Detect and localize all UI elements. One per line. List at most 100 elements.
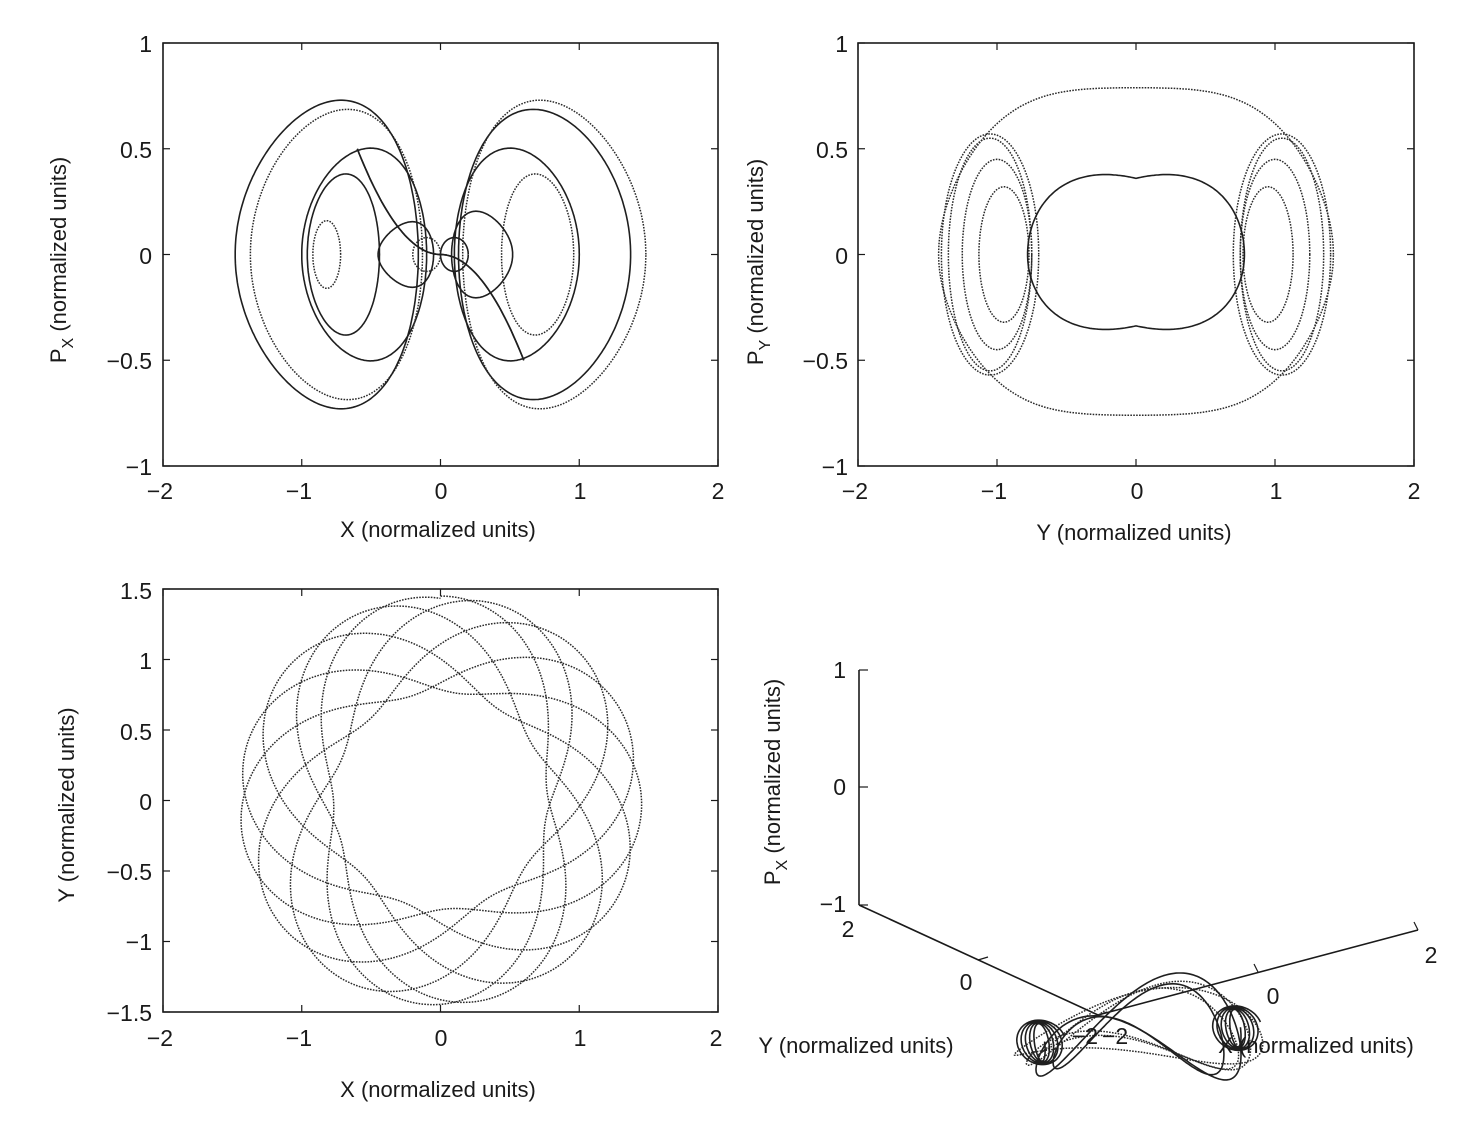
z-tick-labels: −1 0 1 <box>820 657 846 917</box>
y-axis-label-3d: Y (normalized units) <box>758 1033 953 1058</box>
panel-top-left: −2 −1 0 1 2 −1 −0.5 0 0.5 1 X (normalize… <box>46 31 724 542</box>
x-tick-label: 1 <box>1270 478 1283 504</box>
trajectory-loop <box>500 173 575 336</box>
axes-3d <box>858 669 1419 1016</box>
y-tick-label: 1 <box>835 31 848 57</box>
trajectory-loop <box>306 173 381 336</box>
y-axis-label-tr: PY (normalized units) <box>743 159 774 365</box>
trajectory-3d <box>1037 987 1240 1070</box>
x-tick-label: 0 <box>435 478 448 504</box>
tick-marks-tl <box>162 42 719 467</box>
x-tick-label: 2 <box>712 478 725 504</box>
y-tick-label: 1.5 <box>120 578 152 604</box>
x-tick-label: −1 <box>286 1025 312 1051</box>
trajectory-3d-spiral <box>1016 1019 1066 1066</box>
trajectory-ring <box>961 158 1033 351</box>
curves-tl <box>234 99 647 410</box>
y-axis-label-bl: Y (normalized units) <box>54 707 79 902</box>
x-tick-label: 1 <box>574 1025 587 1051</box>
x-tick-label: −1 <box>981 478 1007 504</box>
y-tick-label: −2 <box>1072 1023 1098 1049</box>
x-axis-label-3d: X (normalized units) <box>1218 1033 1414 1058</box>
trajectory-ring <box>1242 186 1294 323</box>
y-tick-label: −1 <box>822 454 848 480</box>
trajectory-loop <box>234 99 420 410</box>
x-tick-label: −2 <box>1102 1023 1128 1049</box>
x-tick-labels-bl: −2 −1 0 1 2 <box>147 1025 723 1051</box>
x-tick <box>1253 963 1259 973</box>
x-tick-labels-tl: −2 −1 0 1 2 <box>147 478 725 504</box>
y-tick-label: 1 <box>139 31 152 57</box>
y-tick-label: −1 <box>126 929 152 955</box>
trajectory-loop <box>312 219 342 290</box>
x-axis-label-tl: X (normalized units) <box>340 517 536 542</box>
panel-bottom-left: −2 −1 0 1 2 −1.5 −1 −0.5 0 0.5 1 1.5 X (… <box>54 578 722 1102</box>
y-tick-label: 0.5 <box>120 719 152 745</box>
x-tick-label: 2 <box>1408 478 1421 504</box>
y-tick-label: 0 <box>139 243 152 269</box>
z-tick-label: 1 <box>833 657 846 683</box>
trajectory-loop <box>457 108 632 401</box>
curves-tr <box>937 86 1335 416</box>
trajectory-separatrix <box>356 148 525 361</box>
x-tick-label: 2 <box>710 1025 723 1051</box>
trajectory-loop <box>450 210 514 299</box>
trajectory-loop <box>301 147 428 362</box>
y-axis-label-tl: PX (normalized units) <box>46 157 77 363</box>
y-tick-label: −0.5 <box>107 859 152 885</box>
x-tick-label: −2 <box>147 1025 173 1051</box>
trajectory-loop <box>377 220 435 289</box>
x-tick-label: 0 <box>1131 478 1144 504</box>
trajectory-3d-spiral <box>1211 1005 1262 1052</box>
y-tick-label: 0 <box>960 969 973 995</box>
trajectory-ring <box>940 133 1040 376</box>
y-tick-labels-tl: −1 −0.5 0 0.5 1 <box>107 31 152 480</box>
x-axis-line <box>1097 929 1419 1016</box>
x-tick-label: −2 <box>147 478 173 504</box>
x-axis-label-tr: Y (normalized units) <box>1036 520 1231 545</box>
x-tick-label: 2 <box>1425 942 1438 968</box>
x-tick-labels-3d: −2 0 2 <box>1102 942 1437 1049</box>
trajectory-ring <box>1239 158 1311 351</box>
tick-marks-bl <box>162 588 719 1013</box>
x-axis-label-bl: X (normalized units) <box>340 1077 536 1102</box>
y-tick-label: −0.5 <box>107 348 152 374</box>
trajectory-loop <box>461 99 647 410</box>
x-tick-label: 1 <box>574 478 587 504</box>
curves-bl <box>240 595 643 1006</box>
z-tick-label: 0 <box>833 774 846 800</box>
y-tick-label: −1.5 <box>107 1000 152 1026</box>
y-tick-label: −0.5 <box>803 348 848 374</box>
panel-top-right: −2 −1 0 1 2 −1 −0.5 0 0.5 1 Y (normalize… <box>743 31 1420 545</box>
trajectory-rosette <box>240 595 643 1006</box>
trajectory-ring <box>978 186 1030 323</box>
y-tick-label: 0 <box>139 789 152 815</box>
trajectory-envelope <box>937 86 1335 416</box>
x-tick-label: 0 <box>1267 983 1280 1009</box>
trajectory-loop <box>249 108 424 401</box>
x-tick-label: −2 <box>842 478 868 504</box>
y-tick-labels-tr: −1 −0.5 0 0.5 1 <box>803 31 848 480</box>
y-tick <box>977 956 989 961</box>
z-tick-label: −1 <box>820 891 846 917</box>
trajectory-loop <box>453 147 581 362</box>
panel-bottom-right-3d: −1 0 1 −2 0 2 −2 0 2 X (normalized units… <box>758 657 1437 1081</box>
z-axis-label-3d: PX (normalized units) <box>760 679 791 885</box>
trajectory-3d <box>1035 972 1242 1081</box>
y-tick-label: 0.5 <box>816 137 848 163</box>
x-tick-labels-tr: −2 −1 0 1 2 <box>842 478 1421 504</box>
y-tick-label: 0 <box>835 243 848 269</box>
x-tick <box>1413 921 1419 931</box>
trajectory-inner <box>1026 173 1246 331</box>
y-tick-labels-3d: −2 0 2 <box>842 916 1098 1049</box>
y-tick-label: 1 <box>139 648 152 674</box>
trajectory-ring <box>1232 133 1332 376</box>
trajectory-ring <box>947 137 1033 372</box>
y-tick-label: 2 <box>842 916 855 942</box>
tick-marks-tr <box>857 42 1415 467</box>
y-tick-label: 0.5 <box>120 137 152 163</box>
x-tick-label: 0 <box>435 1025 448 1051</box>
curves-br <box>1013 972 1264 1081</box>
y-tick-label: −1 <box>126 454 152 480</box>
